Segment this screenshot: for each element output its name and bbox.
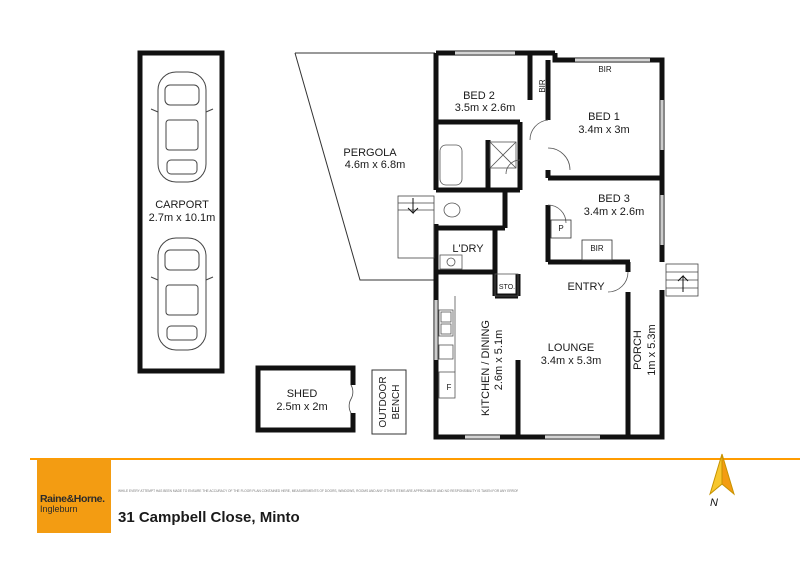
room-dims-bed1: 3.4m x 3m [578, 124, 629, 136]
pantry-outline [550, 219, 572, 239]
room-label-porch: PORCH [632, 330, 644, 370]
arrow-icon [677, 274, 689, 292]
front-steps [665, 263, 699, 297]
room-label-carport: CARPORT [155, 199, 209, 211]
property-address: 31 Campbell Close, Minto [118, 509, 300, 526]
carport [137, 50, 225, 374]
room-label-fridge: F [447, 383, 452, 392]
room-label-shed: SHED [287, 388, 318, 400]
outdoor-bench [371, 369, 407, 435]
back-steps [397, 195, 435, 259]
room-dims-bed2: 3.5m x 2.6m [455, 102, 516, 114]
room-label-lounge: LOUNGE [548, 342, 594, 354]
bir-bed3-outline [581, 239, 613, 261]
room-dims-shed: 2.5m x 2m [276, 401, 327, 413]
room-label-pantry: P [558, 224, 563, 233]
room-label-storage: STO. [499, 284, 515, 291]
room-dims-pergola: 4.6m x 6.8m [345, 159, 406, 171]
room-label-bir-bed3: BIR [590, 244, 604, 253]
north-arrow-icon: N [709, 453, 735, 509]
room-dims-lounge: 3.4m x 5.3m [541, 355, 602, 367]
bench-label-line2: BENCH [391, 384, 402, 419]
room-label-laundry: L'DRY [452, 243, 484, 255]
room-dims-porch: 1m x 5.3m [646, 324, 658, 375]
room-label-kitchen: KITCHEN / DINING [480, 320, 492, 416]
room-label-entry: ENTRY [567, 281, 605, 293]
room-dims-kitchen: 2.6m x 5.1m [493, 330, 505, 391]
room-label-bed1: BED 1 [588, 111, 620, 123]
room-dims-bed3: 3.4m x 2.6m [584, 206, 645, 218]
disclaimer-text: WHILE EVERY ATTEMPT HAS BEEN MADE TO ENS… [118, 489, 518, 493]
footer-divider [30, 458, 800, 460]
car-icon [150, 237, 214, 351]
north-label: N [710, 497, 718, 509]
car-icon [150, 71, 214, 183]
window-lines [435, 52, 663, 438]
brand-name: Raine&Horne. [40, 493, 105, 505]
room-label-bir-top: BIR [598, 65, 612, 74]
bathroom-fixtures [439, 141, 517, 270]
door-swings [505, 119, 629, 293]
room-label-pergola: PERGOLA [343, 147, 397, 159]
arrow-icon [407, 198, 419, 215]
room-dims-carport: 2.7m x 10.1m [149, 212, 216, 224]
bench-label-line1: OUTDOOR [378, 376, 389, 427]
room-label-bed3: BED 3 [598, 193, 630, 205]
room-label-bir-bed2: BIR [538, 79, 547, 93]
brand-logo: Raine&Horne. Ingleburn [37, 459, 111, 533]
brand-office: Ingleburn [40, 504, 78, 514]
pergola-outline [294, 52, 435, 281]
room-label-bed2: BED 2 [463, 90, 495, 102]
kitchen-fixtures [438, 273, 519, 399]
shed [255, 365, 357, 433]
